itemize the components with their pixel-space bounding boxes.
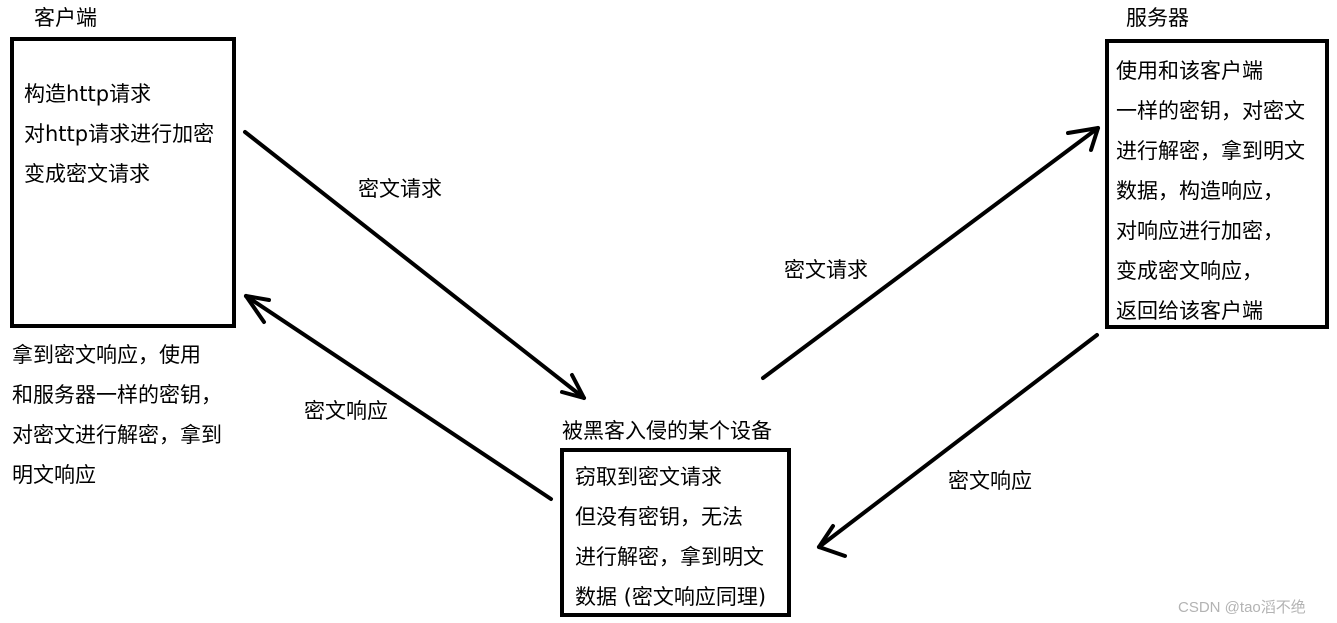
server-box-line: 一样的密钥，对密文 <box>1116 99 1305 123</box>
hacker-device-box-line: 但没有密钥，无法 <box>575 505 743 529</box>
client-title: 客户端 <box>34 6 97 30</box>
edge-label-client-to-hacker: 密文请求 <box>358 177 442 201</box>
client-note-line: 明文响应 <box>12 463 96 487</box>
client-box-line: 构造http请求 <box>24 82 152 106</box>
arrow-hacker-to-client <box>244 294 553 501</box>
client-note-line: 拿到密文响应，使用 <box>12 343 201 367</box>
client-box-line: 变成密文请求 <box>24 162 150 186</box>
hacker-device-box-line: 数据 (密文响应同理) <box>575 585 767 609</box>
server-box-line: 数据，构造响应， <box>1116 179 1284 203</box>
client-box: 构造http请求 对http请求进行加密 变成密文请求 <box>10 37 236 328</box>
edge-label-server-to-hacker: 密文响应 <box>948 469 1032 493</box>
server-box-line: 变成密文响应， <box>1116 259 1263 283</box>
hacker-device-title: 被黑客入侵的某个设备 <box>562 419 772 443</box>
server-box: 使用和该客户端 一样的密钥，对密文 进行解密，拿到明文 数据，构造响应， 对响应… <box>1105 39 1329 329</box>
server-box-line: 返回给该客户端 <box>1116 299 1263 323</box>
client-box-line: 对http请求进行加密 <box>24 122 215 146</box>
server-title: 服务器 <box>1126 6 1189 30</box>
hacker-device-box-line: 窃取到密文请求 <box>575 465 722 489</box>
hacker-device-box: 窃取到密文请求 但没有密钥，无法 进行解密，拿到明文 数据 (密文响应同理) <box>560 448 791 617</box>
client-note-line: 和服务器一样的密钥， <box>12 383 222 407</box>
hacker-device-box-line: 进行解密，拿到明文 <box>575 545 764 569</box>
client-box-text: 构造http请求 对http请求进行加密 变成密文请求 <box>24 74 214 194</box>
server-box-line: 使用和该客户端 <box>1116 59 1263 83</box>
server-box-line: 对响应进行加密， <box>1116 219 1284 243</box>
edge-label-hacker-to-server: 密文请求 <box>784 258 868 282</box>
hacker-device-box-text: 窃取到密文请求 但没有密钥，无法 进行解密，拿到明文 数据 (密文响应同理) <box>575 457 766 617</box>
client-note: 拿到密文响应，使用 和服务器一样的密钥， 对密文进行解密，拿到 明文响应 <box>12 335 222 495</box>
client-note-line: 对密文进行解密，拿到 <box>12 423 222 447</box>
arrow-hacker-to-server <box>761 126 1100 380</box>
arrow-client-to-hacker <box>243 130 586 400</box>
arrow-server-to-hacker <box>817 333 1099 558</box>
server-box-line: 进行解密，拿到明文 <box>1116 139 1305 163</box>
server-box-text: 使用和该客户端 一样的密钥，对密文 进行解密，拿到明文 数据，构造响应， 对响应… <box>1116 51 1305 331</box>
edge-label-hacker-to-client: 密文响应 <box>304 399 388 423</box>
watermark: CSDN @tao滔不绝 <box>1178 599 1306 616</box>
